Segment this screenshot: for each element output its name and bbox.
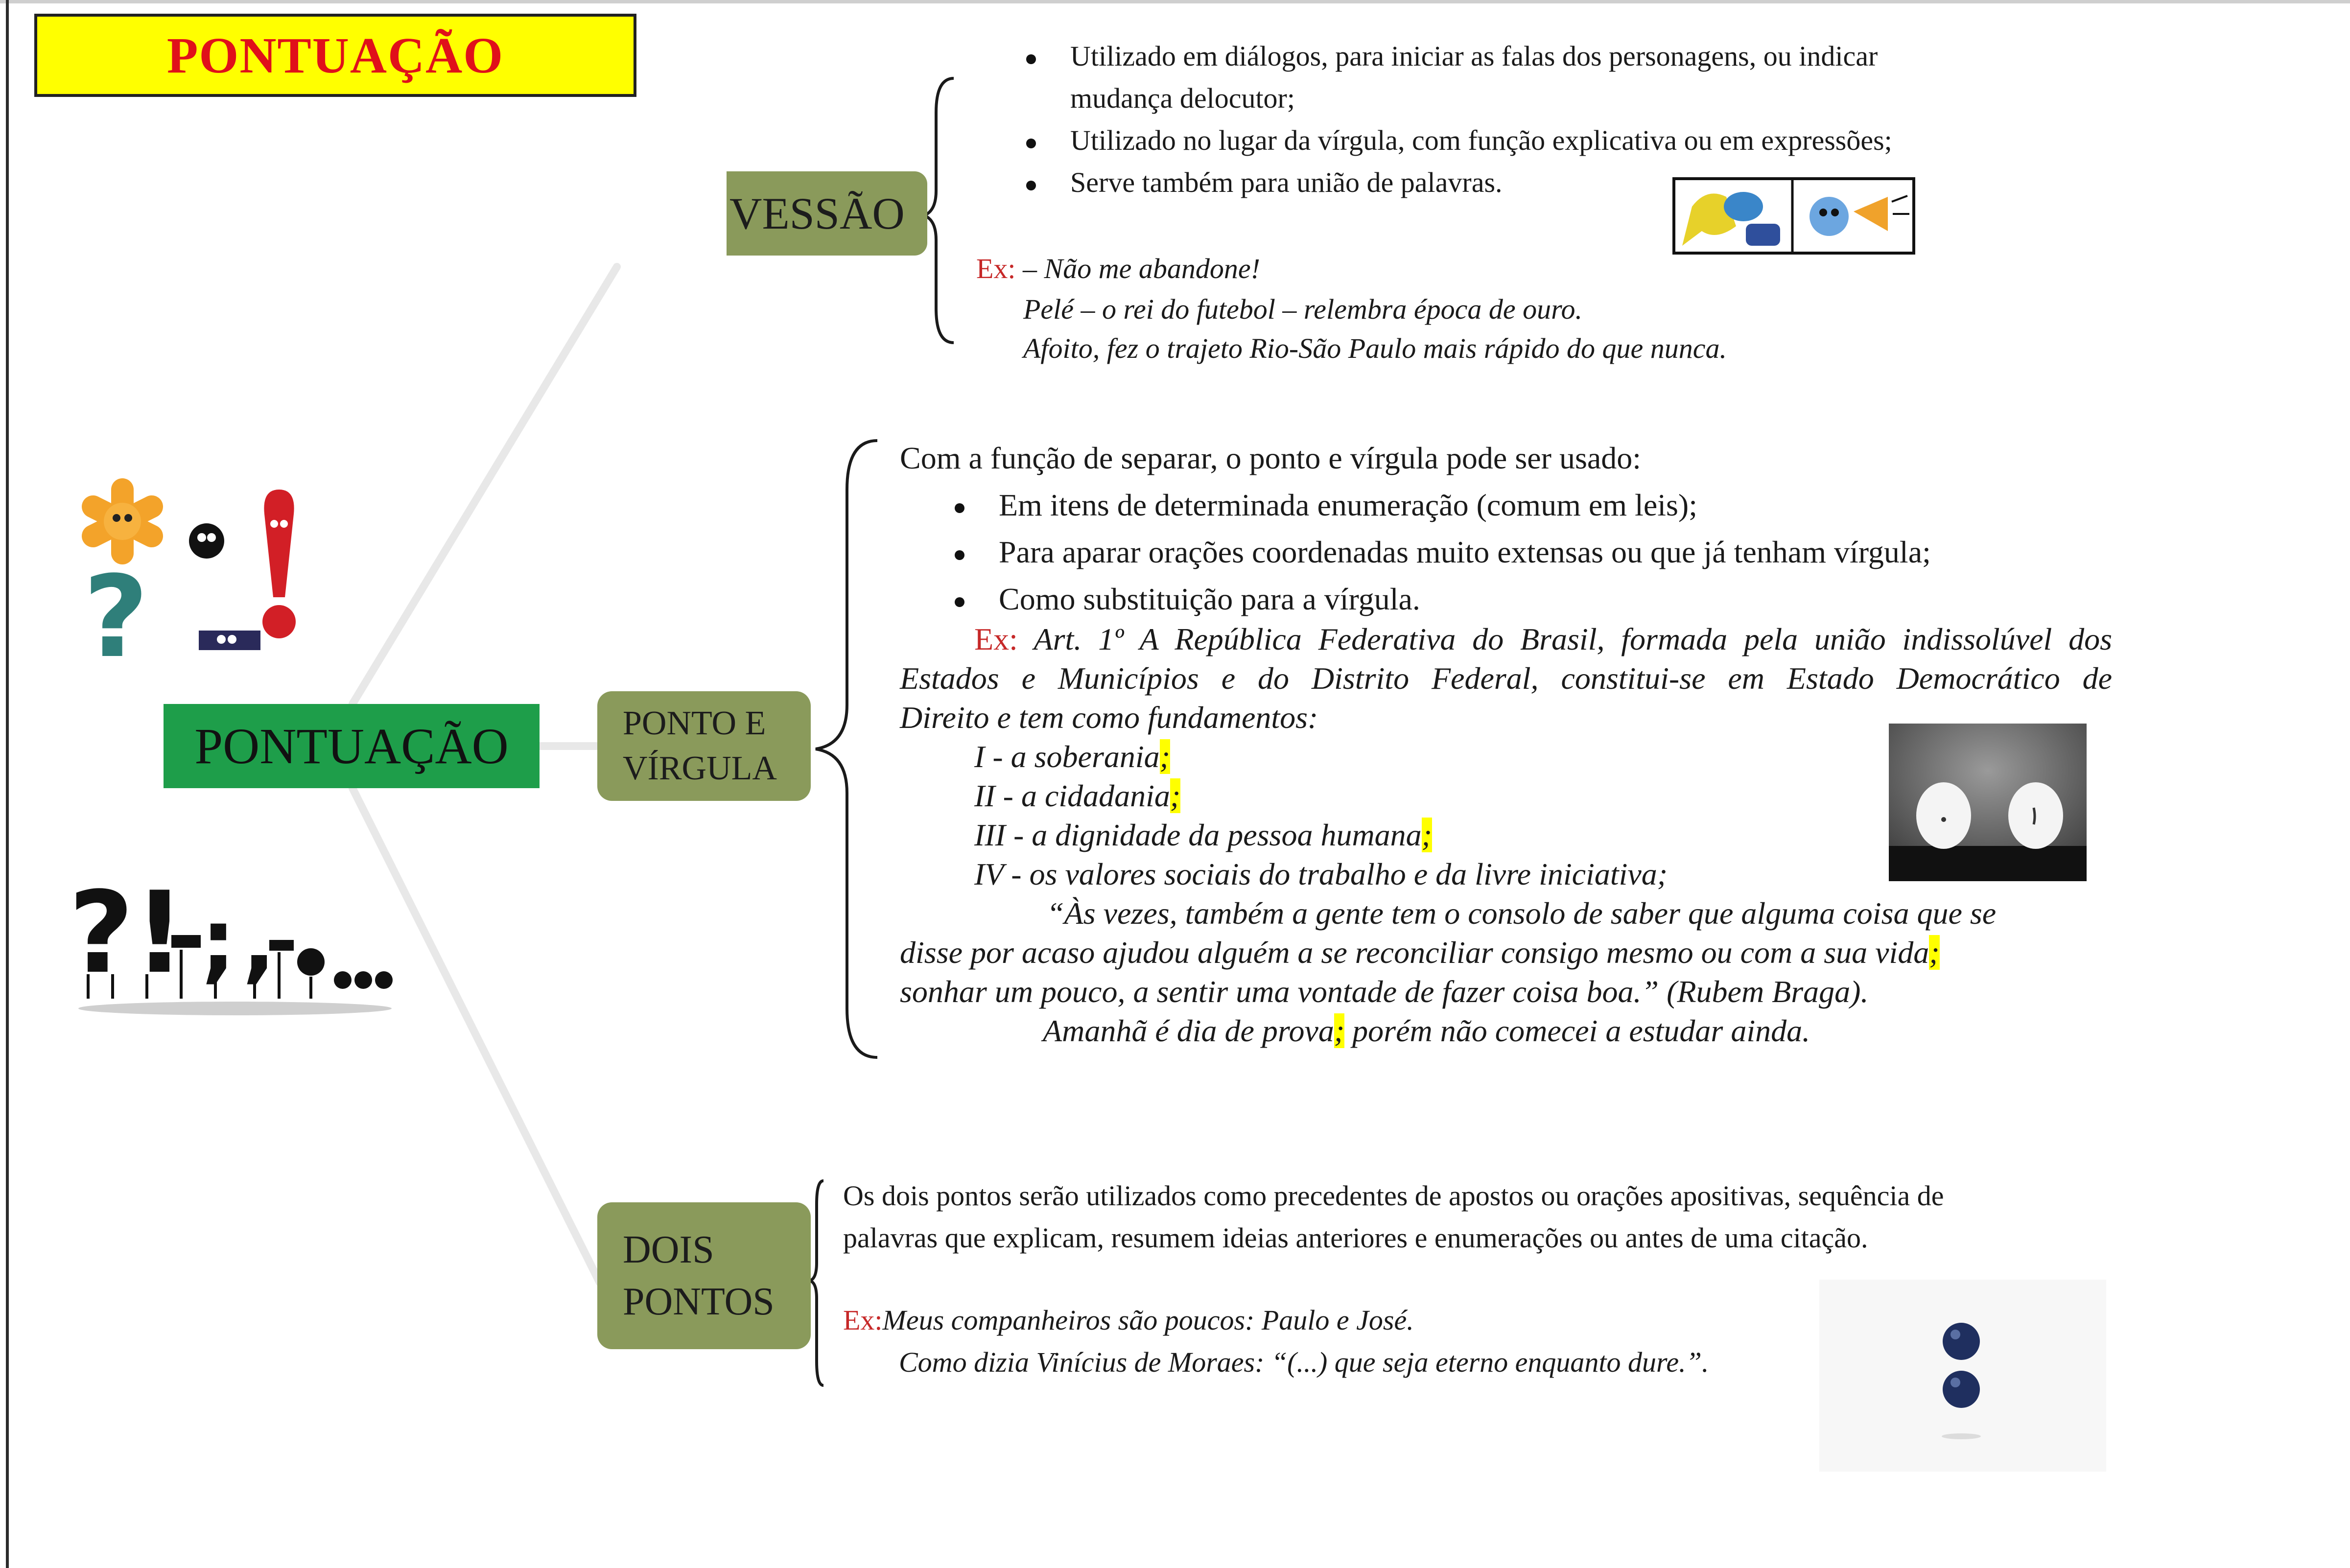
travessao-example-2: Pelé – o rei do futebol – relembra época… bbox=[1023, 293, 1583, 325]
period-icon bbox=[189, 523, 224, 559]
connector-travessao bbox=[349, 263, 621, 708]
ponto-virgula-intro: Com a função de separar, o ponto e vírgu… bbox=[900, 441, 1642, 475]
asterisk-icon bbox=[82, 478, 163, 564]
travessao-node: VESSÃO bbox=[727, 171, 927, 256]
eggs-photo-icon bbox=[1889, 724, 2087, 881]
ponto-virgula-bullet-1: Em itens de determinada enumeração (comu… bbox=[900, 482, 1931, 529]
travessao-example-3: Afoito, fez o trajeto Rio-São Paulo mais… bbox=[1023, 332, 1727, 364]
page-title: PONTUAÇÃO bbox=[166, 27, 504, 84]
dois-pontos-desc-line-1: Os dois pontos serão utilizados como pre… bbox=[843, 1180, 1944, 1212]
dois-pontos-node: DOIS PONTOS bbox=[597, 1202, 811, 1349]
ellipsis-icon bbox=[199, 631, 260, 650]
dois-pontos-desc-line-2: palavras que explicam, resumem ideias an… bbox=[843, 1222, 1868, 1254]
ponto-virgula-content: Com a função de separar, o ponto e vírgu… bbox=[900, 435, 1931, 623]
example-label: Ex: bbox=[976, 253, 1016, 284]
question-mark-icon: ? bbox=[83, 552, 148, 683]
svg-text:?: ? bbox=[83, 552, 148, 683]
center-node-label: PONTUAÇÃO bbox=[194, 718, 509, 774]
dois-pontos-description: Os dois pontos serão utilizados como pre… bbox=[843, 1175, 1944, 1259]
travessao-bullet-1-cont: mudança delocutor; bbox=[1070, 82, 1295, 114]
brace-ponto-virgula bbox=[815, 439, 878, 1059]
exclamation-mark-icon bbox=[262, 490, 296, 638]
punctuation-characters: ? bbox=[82, 478, 296, 683]
ponto-virgula-label-1: PONTO E bbox=[623, 704, 766, 742]
colon-photo-icon bbox=[1819, 1280, 2106, 1472]
travessao-examples: Ex: – Não me abandone! Pelé – o rei do f… bbox=[976, 248, 1727, 368]
dois-pontos-label-1: DOIS bbox=[623, 1228, 714, 1271]
ponto-virgula-quote-1: “Às vezes, também a gente tem o consolo … bbox=[1047, 896, 1997, 931]
ponto-virgula-item-4: IV - os valores sociais do trabalho e da… bbox=[974, 857, 1668, 891]
svg-text:;: ; bbox=[201, 890, 236, 993]
ponto-virgula-bullet-3: Como substituição para a vírgula. bbox=[900, 576, 1931, 623]
dois-pontos-example-2: Como dizia Vinícius de Moraes: “(...) qu… bbox=[899, 1346, 1709, 1378]
ponto-virgula-item-3: III - a dignidade da pessoa humana; bbox=[974, 818, 1432, 852]
left-border bbox=[6, 0, 9, 1568]
travessao-node-label: VESSÃO bbox=[729, 188, 905, 238]
dois-pontos-examples: Ex:Meus companheiros são poucos: Paulo e… bbox=[843, 1299, 1709, 1383]
top-border bbox=[0, 0, 2350, 3]
dois-pontos-label-2: PONTOS bbox=[623, 1280, 775, 1323]
title-box: PONTUAÇÃO bbox=[34, 14, 636, 97]
ponto-virgula-example: Ex: Art. 1º A República Federativa do Br… bbox=[900, 620, 2112, 1051]
center-node: PONTUAÇÃO bbox=[164, 704, 540, 788]
punctuation-figures-icon: ?! ; , bbox=[69, 868, 393, 1015]
dialogue-comic-icon bbox=[1672, 177, 1915, 255]
brace-travessao bbox=[920, 77, 954, 344]
ponto-virgula-label-2: VÍRGULA bbox=[623, 749, 777, 787]
dois-pontos-example-1: Ex:Meus companheiros são poucos: Paulo e… bbox=[843, 1304, 1414, 1336]
travessao-bullets: Utilizado em diálogos, para iniciar as f… bbox=[1026, 35, 1892, 204]
example-label: Ex: bbox=[974, 622, 1018, 656]
travessao-bullet-3: Serve também para união de palavras. bbox=[1026, 162, 1892, 204]
ponto-virgula-example-line-1: Ex: Art. 1º A República Federativa do Br… bbox=[974, 622, 2113, 656]
travessao-bullet-1: Utilizado em diálogos, para iniciar as f… bbox=[1026, 35, 1892, 77]
ponto-virgula-item-2: II - a cidadania; bbox=[974, 778, 1181, 813]
brace-dois-pontos bbox=[804, 1179, 824, 1387]
ponto-virgula-quote-2: disse por acaso ajudou alguém a se recon… bbox=[900, 935, 1940, 970]
travessao-example-1: Ex: – Não me abandone! bbox=[976, 253, 1260, 284]
ponto-virgula-node: PONTO E VÍRGULA bbox=[597, 691, 811, 801]
ponto-virgula-last-example: Amanhã é dia de prova; porém não comecei… bbox=[1043, 1013, 1810, 1048]
ponto-virgula-bullet-2: Para aparar orações coordenadas muito ex… bbox=[900, 529, 1931, 576]
ponto-virgula-quote-3: sonhar um pouco, a sentir uma vontade de… bbox=[900, 974, 1869, 1009]
ponto-virgula-example-line-2: Estados e Municípios e do Distrito Feder… bbox=[900, 661, 2112, 696]
svg-text:?!: ?! bbox=[69, 868, 185, 999]
example-label: Ex: bbox=[843, 1304, 883, 1336]
travessao-bullet-2: Utilizado no lugar da vírgula, com funçã… bbox=[1026, 119, 1892, 162]
connector-dois-pontos bbox=[349, 784, 604, 1287]
ponto-virgula-example-line-3: Direito e tem como fundamentos: bbox=[900, 700, 1318, 735]
ponto-virgula-item-1: I - a soberania; bbox=[974, 739, 1170, 774]
